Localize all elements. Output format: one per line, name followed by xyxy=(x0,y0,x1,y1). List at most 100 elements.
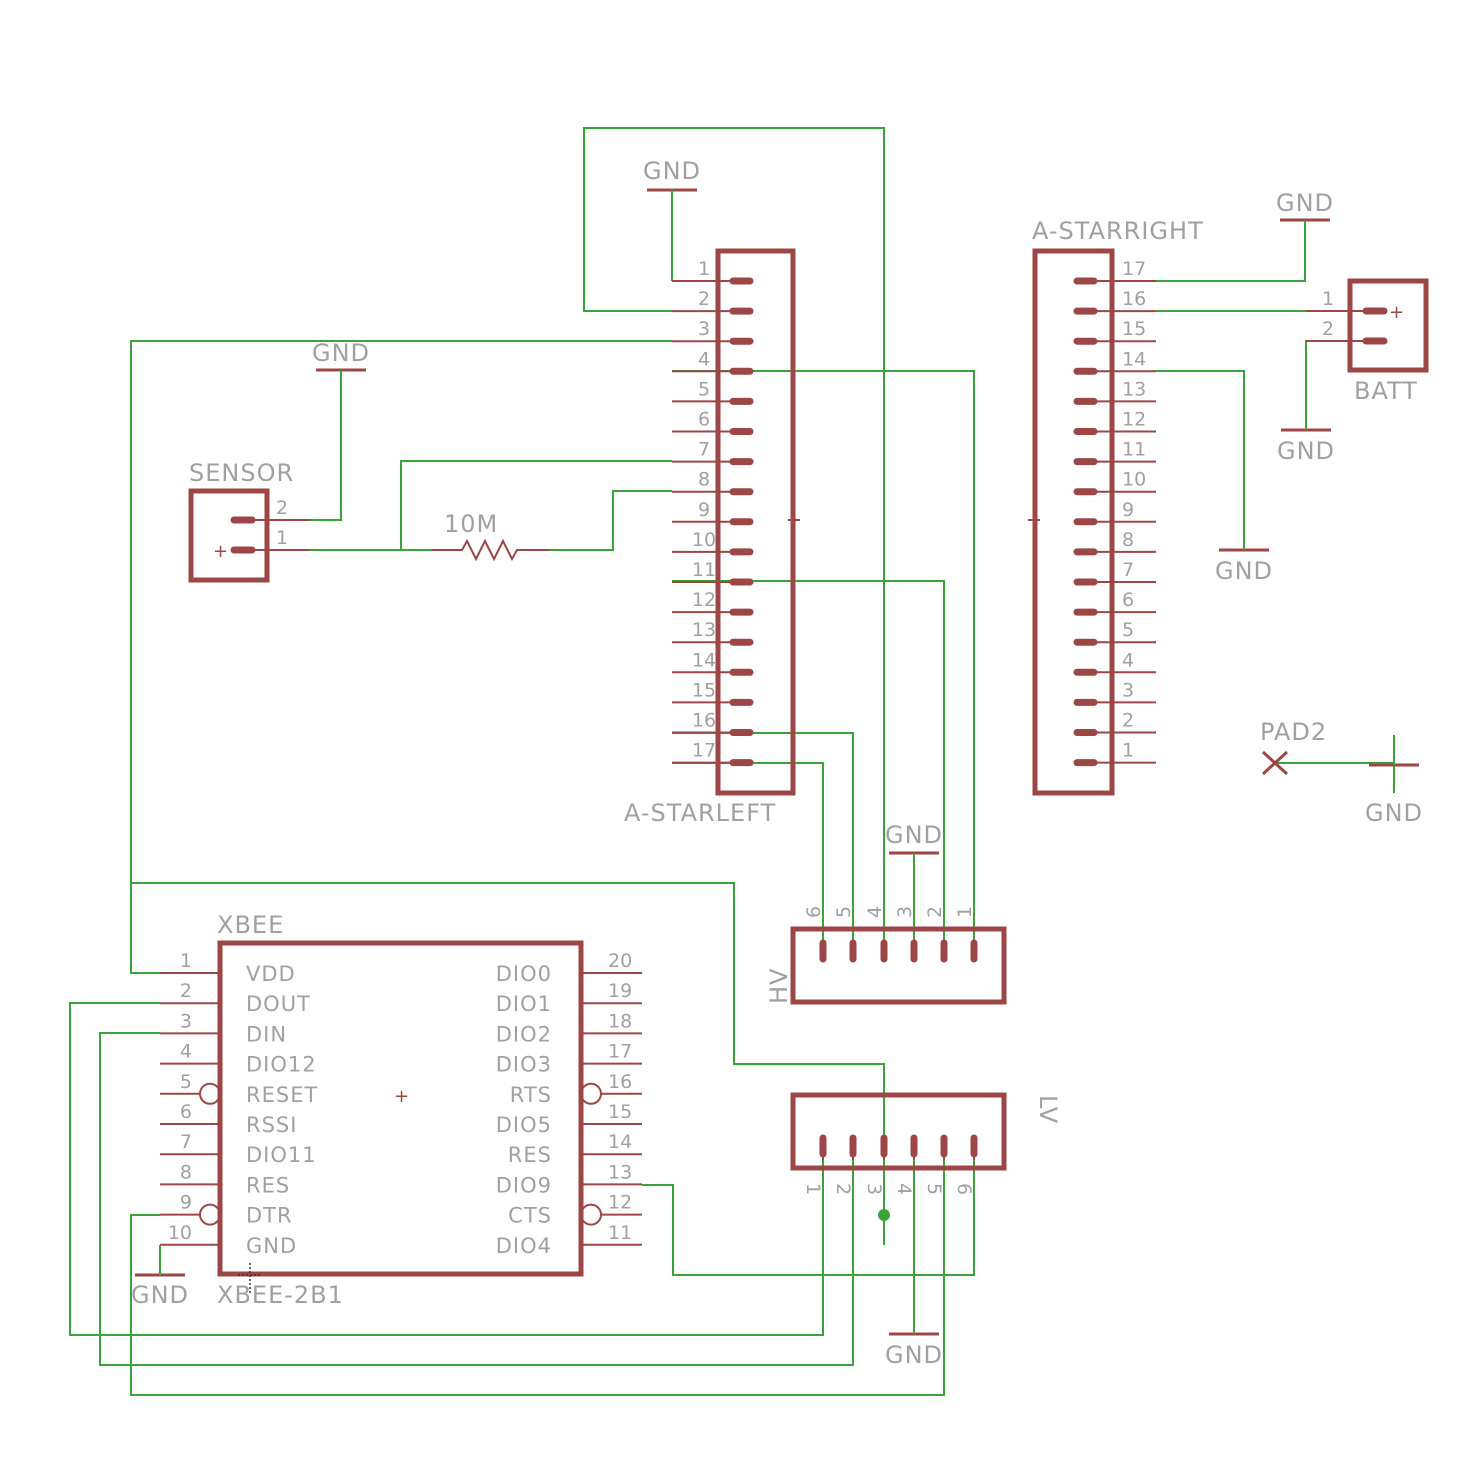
batt-body xyxy=(1347,278,1429,373)
wire-left3-vdd xyxy=(130,340,672,974)
astarright-pin-num: 5 xyxy=(1122,619,1134,641)
xbee-left-pin-num: 7 xyxy=(180,1131,192,1153)
xbee-left-pin-name: DOUT xyxy=(246,992,311,1016)
xbee-origin-mark xyxy=(238,1263,262,1295)
lv-pin-num: 2 xyxy=(832,1183,854,1195)
gnd-symbol[interactable]: GND xyxy=(885,821,943,883)
xbee-left-pin-name: DIO12 xyxy=(246,1053,317,1077)
xbee-right-pin-num: 12 xyxy=(608,1192,632,1214)
astarright-pin-num: 9 xyxy=(1122,499,1134,521)
xbee-right-pin-name: DIO2 xyxy=(496,1022,552,1046)
xbee-right-pin-name: CTS xyxy=(508,1204,552,1228)
astarright-pin-num: 15 xyxy=(1122,318,1146,340)
gnd-label: GND xyxy=(1365,799,1423,827)
astarleft-pin-num: 1 xyxy=(698,258,710,280)
astarleft-pin-num: 2 xyxy=(698,288,710,310)
wire-left2-loop xyxy=(583,127,885,945)
wire-left17-hv6 xyxy=(672,762,824,945)
gnd-symbol[interactable]: GND xyxy=(643,157,701,220)
astarright-pin-num: 12 xyxy=(1122,409,1146,431)
pad2[interactable] xyxy=(1261,750,1289,776)
wire-din-lv2 xyxy=(99,1032,854,1366)
astarright-pin-num: 14 xyxy=(1122,348,1146,370)
pad2-cross-b xyxy=(1261,750,1289,776)
sensor-plus-mark: + xyxy=(213,541,228,562)
hv-body xyxy=(790,926,1007,1005)
gnd-symbol[interactable]: GND xyxy=(1276,189,1334,250)
gnd-symbol[interactable]: GND xyxy=(1215,520,1273,585)
xbee-right-pin-name: RES xyxy=(508,1143,552,1167)
xbee-left-pin-num: 4 xyxy=(180,1041,192,1063)
gnd-symbol[interactable]: GND xyxy=(312,339,370,400)
xbee-left-pin-num: 3 xyxy=(180,1010,192,1032)
astarright-pin-num: 4 xyxy=(1122,649,1134,671)
astarleft-pin-num: 15 xyxy=(692,679,716,701)
xbee-left-pin-name: GND xyxy=(246,1234,297,1258)
xbee-left-pin-num: 2 xyxy=(180,980,192,1002)
xbee-inverter-bubble xyxy=(199,1203,221,1226)
xbee-right-pin-name: DIO3 xyxy=(496,1053,552,1077)
xbee-right-pin-name: DIO0 xyxy=(496,962,552,986)
hv-pin-num: 6 xyxy=(803,906,825,918)
gnd-label: GND xyxy=(312,339,370,367)
sensor-connector[interactable]: 2 1 + xyxy=(188,488,310,583)
xbee-right-pin-name: DIO9 xyxy=(496,1173,552,1197)
astarright-pin-num: 16 xyxy=(1122,288,1146,310)
wire-sensor2-gnd xyxy=(310,370,342,521)
gnd-label: GND xyxy=(1276,189,1334,217)
astarleft-pin-num: 10 xyxy=(692,529,716,551)
resistor-10m[interactable] xyxy=(432,538,550,562)
astarleft-pin-num: 7 xyxy=(698,439,710,461)
astarleft-pin-num: 11 xyxy=(692,559,716,581)
wire-dio9-lv6 xyxy=(642,1160,975,1276)
gnd-symbol[interactable]: GND xyxy=(1365,735,1423,827)
sensor-label: SENSOR xyxy=(189,459,294,487)
hv-pin-num: 4 xyxy=(864,906,886,918)
wire-dout-lv1 xyxy=(69,1002,824,1336)
astarright-pin-num: 8 xyxy=(1122,529,1134,551)
wire-vdd-lv3 xyxy=(131,882,885,1245)
hv-pin-num: 3 xyxy=(894,906,916,918)
gnd-label: GND xyxy=(131,1281,189,1309)
wire-left9-resistor xyxy=(550,490,672,551)
wire-left11-hv2 xyxy=(672,580,945,945)
lv-pin-num: 4 xyxy=(893,1183,915,1195)
xbee-left-pin-num: 6 xyxy=(180,1101,192,1123)
hv-pin-num: 5 xyxy=(833,906,855,918)
astarleft-pin-num: 12 xyxy=(692,589,716,611)
xbee-module[interactable]: + 1VDD20DIO02DOUT19DIO13DIN18DIO24DIO121… xyxy=(160,940,642,1295)
astarleft-pin-num: 3 xyxy=(698,318,710,340)
gnd-symbol[interactable]: GND xyxy=(1277,400,1335,465)
batt-pin-2-num: 2 xyxy=(1322,318,1334,340)
xbee-right-pin-name: DIO4 xyxy=(496,1234,552,1258)
xbee-right-pin-name: RTS xyxy=(510,1083,552,1107)
xbee-left-pin-num: 9 xyxy=(180,1192,192,1214)
gnd-symbol[interactable]: GND xyxy=(131,1245,189,1309)
astarright-pin-num: 11 xyxy=(1122,439,1146,461)
astarleft-pin-num: 9 xyxy=(698,499,710,521)
xbee-left-pin-num: 8 xyxy=(180,1161,192,1183)
xbee-right-pin-num: 16 xyxy=(608,1071,632,1093)
astarright-pin-num: 1 xyxy=(1122,740,1134,762)
batt-connector[interactable]: 1 2 + xyxy=(1306,278,1429,373)
astarright-label: A-STARRIGHT xyxy=(1032,217,1204,245)
sensor-body xyxy=(188,488,270,583)
gnd-symbol[interactable]: GND xyxy=(885,1304,943,1369)
xbee-right-pin-num: 17 xyxy=(608,1041,632,1063)
sensor-pin-1-num: 1 xyxy=(276,527,288,549)
xbee-body xyxy=(217,940,584,1277)
wire-right14-gnd xyxy=(1156,370,1245,550)
batt-plus-mark: + xyxy=(1389,302,1404,323)
batt-label: BATT xyxy=(1354,377,1418,405)
resistor-zigzag xyxy=(432,538,550,562)
astarleft-label: A-STARLEFT xyxy=(624,799,776,827)
xbee-left-pin-num: 5 xyxy=(180,1071,192,1093)
xbee-left-pin-name: RSSI xyxy=(246,1113,297,1137)
xbee-left-pin-name: RESET xyxy=(246,1083,318,1107)
